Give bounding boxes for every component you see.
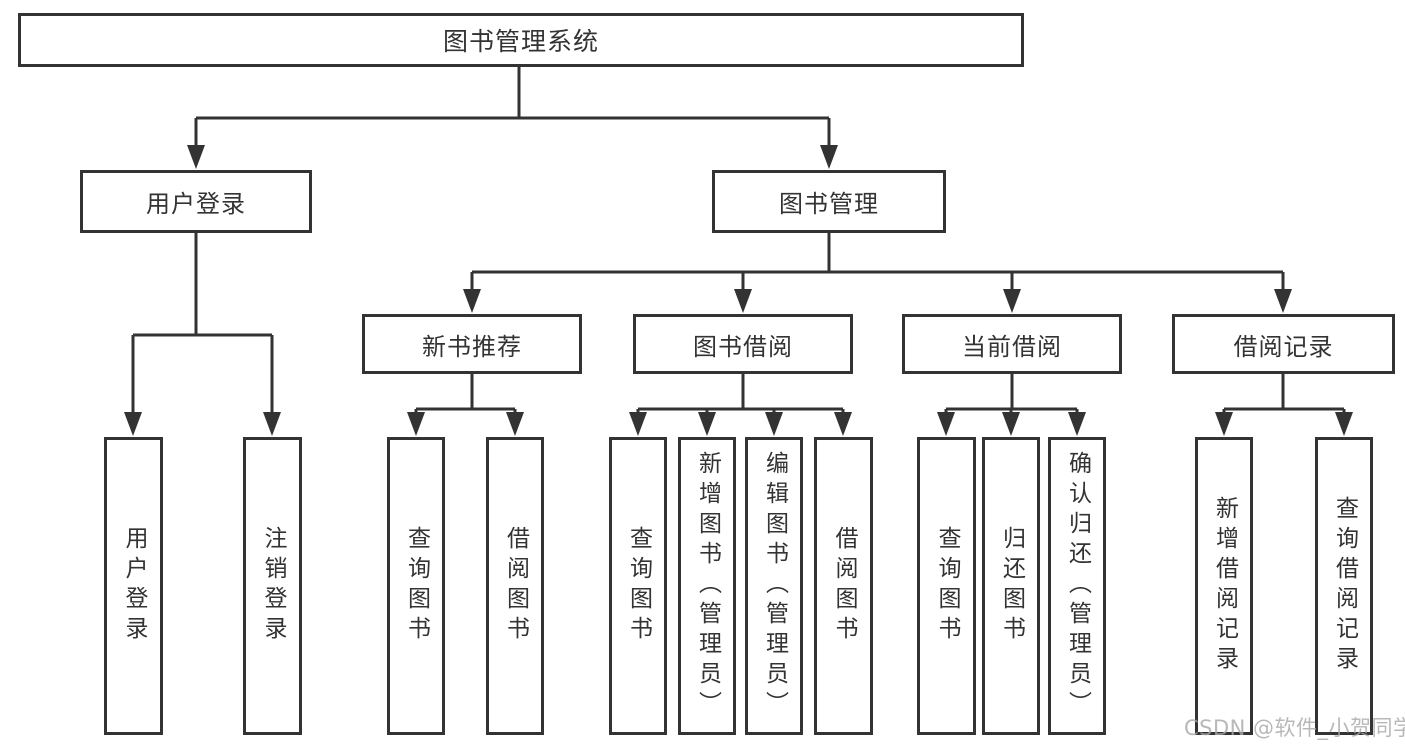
leaf-label: 借阅图书 [831,526,857,646]
leaf-label: 用户登录 [121,526,147,646]
leaf-borrow-query-books: 查询图书 [609,437,667,735]
leaf-current-query-books: 查询图书 [917,437,976,735]
leaf-label: 查询图书 [403,526,430,646]
node-current-borrow: 当前借阅 [902,314,1122,374]
leaf-logout: 注销登录 [243,437,302,735]
node-label: 新书推荐 [422,332,522,361]
node-new-book-recommend: 新书推荐 [362,314,582,374]
node-book-borrow: 图书借阅 [633,314,853,374]
leaf-label: 查询图书 [934,526,960,646]
node-label: 图书借阅 [693,332,793,361]
node-user-login: 用户登录 [80,170,312,233]
leaf-current-return-books: 归还图书 [982,437,1040,735]
node-label: 借阅记录 [1233,332,1334,361]
leaf-borrow-add-books-admin: 新增图书（管理员） [678,437,736,735]
leaf-current-confirm-return-admin: 确认归还（管理员） [1048,437,1106,735]
leaf-label: 归还图书 [998,526,1025,646]
leaf-borrow-edit-books-admin: 编辑图书（管理员） [745,437,803,735]
leaf-records-add-record: 新增借阅记录 [1195,437,1253,735]
leaf-label: 查询借阅记录 [1331,496,1358,676]
leaf-newbooks-borrow-books: 借阅图书 [486,437,544,735]
leaf-label: 查询图书 [625,526,652,646]
leaf-label: 新增借阅记录 [1211,496,1238,676]
leaf-label: 编辑图书（管理员） [761,451,788,721]
arrowheads [124,145,1353,436]
leaf-user-login: 用户登录 [104,437,163,735]
node-label: 图书管理系统 [442,27,599,56]
node-library-management-system: 图书管理系统 [18,13,1024,67]
leaf-label: 借阅图书 [502,526,529,646]
leaf-newbooks-query-books: 查询图书 [387,437,445,735]
node-borrow-records: 借阅记录 [1172,314,1395,374]
node-label: 当前借阅 [962,332,1062,361]
node-label: 用户登录 [146,190,246,218]
leaf-label: 注销登录 [260,526,286,646]
leaf-label: 新增图书（管理员） [694,451,721,721]
node-label: 图书管理 [779,190,879,218]
leaf-label: 确认归还（管理员） [1064,451,1091,721]
leaf-records-query-record: 查询借阅记录 [1315,437,1373,735]
node-book-management: 图书管理 [712,170,946,233]
leaf-borrow-borrow-books: 借阅图书 [814,437,873,735]
watermark: CSDN @软件_小贺同学 [1184,716,1405,740]
